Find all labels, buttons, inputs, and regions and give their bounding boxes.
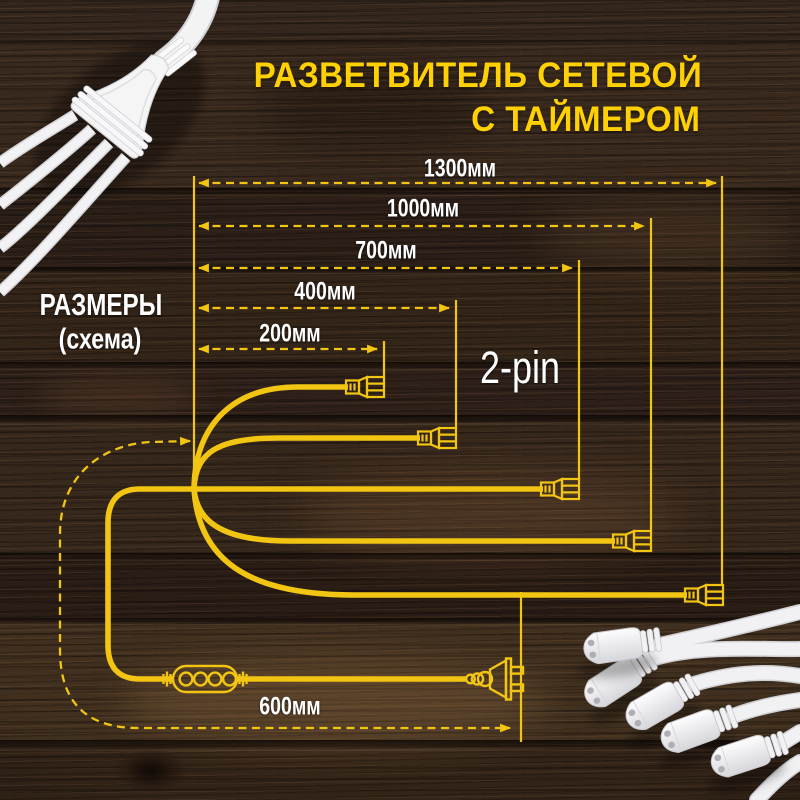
dimension-label-700: 700мм [355, 236, 417, 265]
two-pin-plug-icon [465, 657, 525, 701]
wood-light-patch [540, 200, 800, 270]
dimension-line-600 [58, 436, 512, 733]
plank [0, 271, 800, 366]
splitter-body [70, 54, 170, 159]
plank-seam [0, 362, 800, 370]
output-connector-icon [539, 477, 581, 501]
plank-seam [0, 40, 800, 46]
dimension-label-600: 600мм [259, 692, 321, 721]
plank [0, 192, 800, 271]
wood-light-patch [40, 378, 200, 414]
plank-seam [0, 740, 800, 751]
cable-700-and-timer [105, 486, 543, 682]
wood-shade-patch [260, 68, 490, 152]
cable-400 [191, 435, 420, 489]
dimension-guides [192, 176, 724, 742]
dimension-lines [58, 178, 718, 733]
white-connectors-photo [570, 604, 800, 800]
dimension-label-1300: 1300мм [423, 154, 497, 183]
plank [0, 366, 800, 420]
product-title-line1: РАЗВЕТВИТЕЛЬ СЕТЕВОЙ [253, 56, 702, 95]
cable-1000 [191, 488, 615, 544]
output-connector-icon [683, 583, 725, 607]
dimension-label-200: 200мм [259, 319, 321, 348]
plank [0, 0, 800, 44]
dimension-label-400: 400мм [294, 277, 356, 306]
schematic-cables [105, 384, 687, 682]
timer-icon [162, 664, 248, 694]
sizes-subheading: (схема) [58, 323, 142, 356]
splitter-photo [0, 0, 220, 297]
wood-knot [116, 750, 186, 792]
output-connector-icon [416, 426, 458, 450]
plug-type-label: 2-pin [479, 342, 561, 393]
product-title-line2: С ТАЙМЕРОМ [470, 100, 700, 139]
output-connector-icon [344, 375, 386, 399]
plank-seam [0, 415, 800, 425]
plank-seam [0, 188, 800, 196]
cable-1300 [191, 488, 687, 598]
sizes-heading: РАЗМЕРЫ [39, 287, 163, 322]
cable-ribs [155, 36, 197, 77]
dimension-label-1000: 1000мм [386, 194, 460, 223]
splitter-cables [0, 109, 131, 297]
output-connector-icon [611, 529, 653, 553]
